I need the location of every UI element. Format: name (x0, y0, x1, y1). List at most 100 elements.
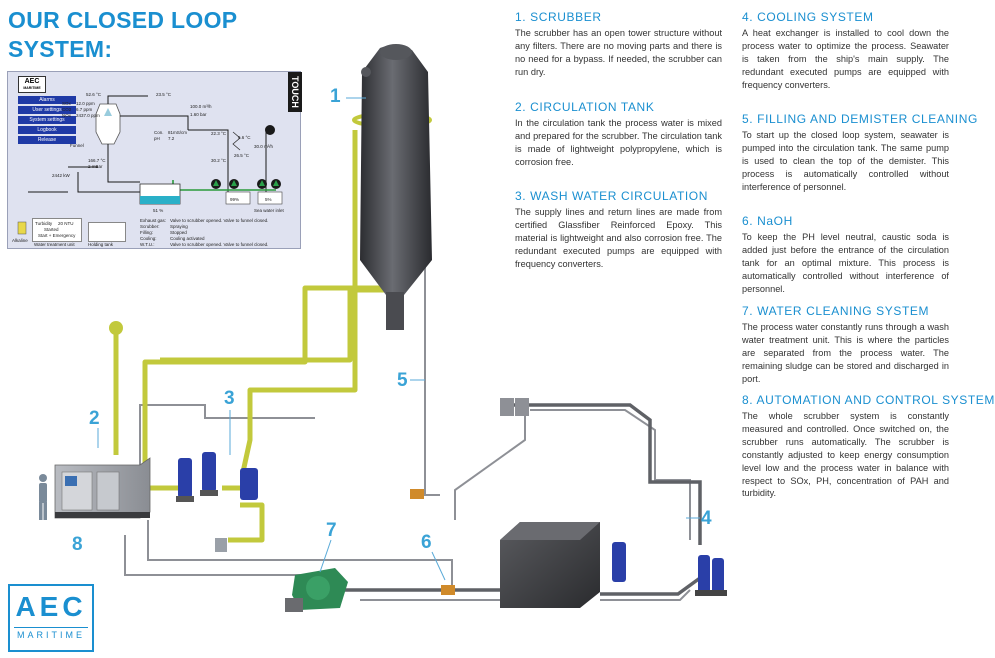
closed-loop-diagram (39, 44, 727, 612)
scada-status-key-1: Exhaust gas: (140, 218, 167, 223)
person-figure (39, 474, 47, 520)
callout-5: 5 (397, 370, 408, 391)
scada-con-value: 81mS/cm (168, 130, 188, 135)
scada-touch-badge[interactable]: TOUCH (288, 72, 302, 112)
aec-maritime-logo: AEC MARITIME (8, 584, 94, 652)
scada-temp-sea-out: 26.5 °C (234, 153, 250, 158)
water-cleaning-unit (285, 568, 348, 612)
scada-tank-level: 51 % (153, 208, 164, 213)
scada-con-label: Con. (154, 130, 164, 135)
section-automation: 8. AUTOMATION AND CONTROL SYSTEM The who… (742, 393, 995, 500)
scada-nox-value: 2437.0 ppm (76, 113, 100, 118)
scada-alkaline-label: Alkaline (12, 238, 28, 243)
callout-8: 8 (72, 534, 83, 555)
cooling-pumps (695, 555, 727, 596)
scada-turbidity-value: 20 NTU (58, 221, 74, 226)
callout-4: 4 (701, 508, 712, 529)
callout-leaders (97, 97, 700, 581)
scada-power: 2442 kW (52, 173, 70, 178)
scada-menu-release[interactable]: Release (18, 136, 76, 144)
section-title: 8. AUTOMATION AND CONTROL SYSTEM (742, 393, 995, 407)
page-heading: OUR CLOSED LOOP SYSTEM: (8, 6, 237, 64)
circulation-tank (500, 522, 600, 608)
scada-status-val-3: Stopped (170, 230, 187, 235)
scada-turbidity-label: Turbidity (35, 221, 53, 226)
section-circulation-tank: 2. CIRCULATION TANK In the circulation t… (515, 100, 722, 169)
scada-co2-value: 6.7 ppm (76, 107, 93, 112)
scada-status-key-4: Cooling: (140, 236, 157, 241)
section-title: 4. COOLING SYSTEM (742, 10, 874, 24)
callout-6: 6 (421, 532, 432, 553)
scada-menu-logbook[interactable]: Logbook (18, 126, 76, 134)
section-text: The supply lines and return lines are ma… (515, 207, 722, 269)
scada-ph-value: 7.2 (168, 136, 175, 141)
scada-pump-pct-2: 5% (265, 197, 272, 202)
scada-so2-label: SOx (62, 101, 71, 106)
pipe-end-cap (109, 321, 123, 335)
section-title: 2. CIRCULATION TANK (515, 100, 655, 114)
section-text: The scrubber has an open tower structure… (515, 28, 722, 77)
scada-temp-hx-in: 22.3 °C (211, 131, 227, 136)
section-text: To start up the closed loop system, seaw… (742, 130, 949, 192)
section-naoh: 6. NaOH To keep the PH level neutral, ca… (742, 214, 949, 296)
section-text: To keep the PH level neutral, caustic so… (742, 232, 949, 294)
callout-3: 3 (224, 388, 235, 409)
scada-holding-tank (88, 222, 126, 242)
scada-holding-label: Holding tank (88, 242, 114, 247)
scada-seawater-inlet: Sea water inlet (254, 208, 284, 213)
section-wash-water-circulation: 3. WASH WATER CIRCULATION The supply lin… (515, 189, 722, 271)
scada-status-key-3: Filling: (140, 230, 154, 235)
section-text: The whole scrubber system is constantly … (742, 411, 949, 499)
scada-process-graphic (17, 95, 283, 235)
section-title: 6. NaOH (742, 214, 793, 228)
scada-nox-label: NOx (62, 113, 71, 118)
callout-7: 7 (326, 520, 337, 541)
scada-status-val-1: Valve to scrubber opened. Valve to funne… (170, 218, 269, 223)
section-title: 1. SCRUBBER (515, 10, 602, 24)
section-water-cleaning: 7. WATER CLEANING SYSTEM The process wat… (742, 304, 949, 386)
scada-pump-pct-1: 99% (230, 197, 240, 202)
section-cooling-system: 4. COOLING SYSTEM A heat exchanger is in… (742, 10, 949, 92)
control-cabinet (54, 457, 151, 519)
section-text: A heat exchanger is installed to cool do… (742, 28, 949, 90)
section-title: 7. WATER CLEANING SYSTEM (742, 304, 930, 318)
scada-pressure: 1.60 bar (190, 112, 207, 117)
valves (215, 398, 529, 595)
scada-start-emergency[interactable]: Start + Emergency (38, 233, 76, 238)
logo-main: AEC (15, 591, 87, 622)
scada-status-key-2: Scrubber: (140, 224, 160, 229)
heading-line-2: SYSTEM: (8, 36, 113, 62)
callout-2: 2 (89, 408, 100, 429)
heading-line-1: OUR CLOSED LOOP (8, 7, 238, 33)
scada-menu-alarms[interactable]: Alarms (18, 96, 76, 104)
scada-funnel-label: Funnel (70, 143, 84, 148)
scada-temp-hx-out: 30.2 °C (211, 158, 227, 163)
section-text: In the circulation tank the process wate… (515, 118, 722, 167)
section-text: The process water constantly runs throug… (742, 322, 949, 384)
scada-status-val-2: Spraying (170, 224, 188, 229)
section-title: 3. WASH WATER CIRCULATION (515, 189, 709, 203)
scada-temp-top: 52.6 °C (86, 92, 102, 97)
scada-temp-funnel: 166.7 °C (88, 158, 106, 163)
scada-status-val-5: Valve to scrubber opened. Valve to funne… (170, 242, 269, 247)
scada-menu-system-settings[interactable]: System settings (18, 116, 76, 124)
scada-ph-label: pH (154, 136, 160, 141)
wash-water-pumps (176, 452, 258, 502)
scrubber-tower (360, 44, 432, 331)
scada-status-val-4: Cooling activated (170, 236, 205, 241)
scada-flow-1: 100.0 m³/h (190, 104, 212, 109)
filling-pump (612, 542, 626, 582)
scada-menu-user-settings[interactable]: User settings (18, 106, 76, 114)
section-scrubber: 1. SCRUBBER The scrubber has an open tow… (515, 10, 722, 79)
scada-wtu-started: Started (44, 227, 59, 232)
cooling-lines (330, 403, 702, 596)
scada-temp-outlet: 23.5 °C (156, 92, 172, 97)
scada-wtu-box (32, 218, 82, 242)
scada-so2-value: 12.0 ppm (76, 101, 95, 106)
scada-mbar: 2 mBar (88, 164, 103, 169)
scada-flow-2: 30.0 m³/h (254, 144, 274, 149)
section-title: 5. FILLING AND DEMISTER CLEANING (742, 112, 978, 126)
section-filling-demister: 5. FILLING AND DEMISTER CLEANING To star… (742, 112, 978, 194)
scada-status-key-5: W.T.U.: (140, 242, 155, 247)
scada-temp-hx-sea: 6.6 °C (238, 135, 251, 140)
